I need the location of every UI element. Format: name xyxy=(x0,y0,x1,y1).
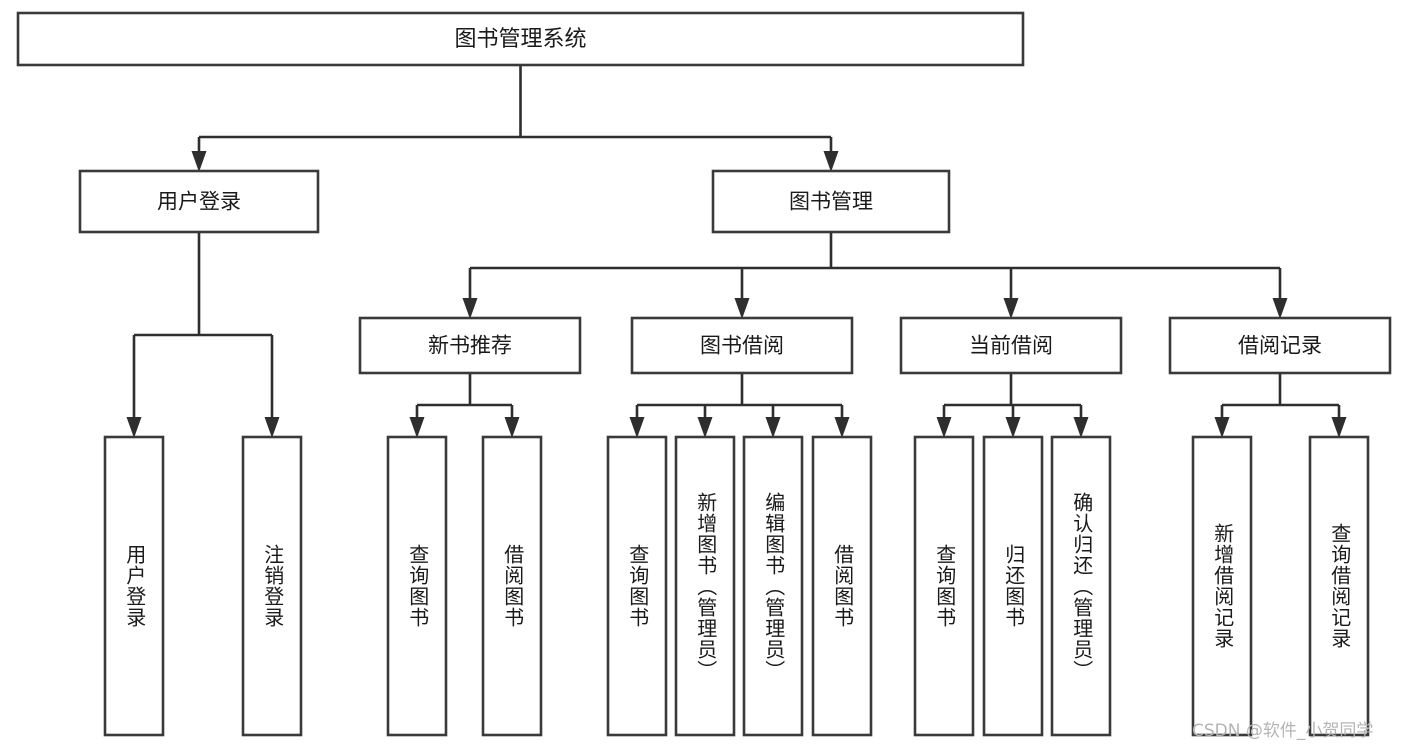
node-cb-query[interactable] xyxy=(913,435,975,737)
node-box-rc-query[interactable] xyxy=(1308,435,1370,737)
node-login[interactable]: 用户登录 xyxy=(78,169,320,234)
node-nb-query[interactable] xyxy=(386,435,448,737)
node-box-cb-confirm[interactable] xyxy=(1050,435,1112,737)
node-box-cb-return[interactable] xyxy=(982,435,1044,737)
connector-layer xyxy=(126,65,1347,438)
connector-arrowhead-icon xyxy=(409,417,425,438)
node-box-bk-add[interactable] xyxy=(674,435,736,737)
node-label-bookmgmt: 图书管理 xyxy=(789,190,873,214)
connector-arrowhead-icon xyxy=(1073,417,1089,438)
node-box-bk-query[interactable] xyxy=(606,435,668,737)
connector-arrowhead-icon xyxy=(504,417,520,438)
node-box-bookmgmt[interactable] xyxy=(711,169,951,234)
node-label-root: 图书管理系统 xyxy=(454,27,586,52)
connector-arrowhead-icon xyxy=(765,417,781,438)
node-bk-query[interactable] xyxy=(606,435,668,737)
node-label-login: 用户登录 xyxy=(157,190,241,214)
node-box-record[interactable] xyxy=(1168,316,1392,375)
node-box-root[interactable] xyxy=(16,11,1025,67)
node-box-newbook[interactable] xyxy=(358,316,582,375)
node-box-rc-add[interactable] xyxy=(1191,435,1253,737)
connector-arrowhead-icon xyxy=(823,151,839,172)
node-bk-add[interactable] xyxy=(674,435,736,737)
connector-arrowhead-icon xyxy=(1003,298,1019,319)
node-label-record: 借阅记录 xyxy=(1238,334,1322,358)
node-box-borrow[interactable] xyxy=(630,316,854,375)
node-record[interactable]: 借阅记录 xyxy=(1168,316,1392,375)
connector-group xyxy=(191,65,839,172)
connector-arrowhead-icon xyxy=(697,417,713,438)
connector-group xyxy=(1214,373,1347,438)
node-bk-borrow[interactable] xyxy=(811,435,873,737)
connector-arrowhead-icon xyxy=(1272,298,1288,319)
connector-group xyxy=(409,373,520,438)
node-box-nb-query[interactable] xyxy=(386,435,448,737)
node-rc-add[interactable] xyxy=(1191,435,1253,737)
connector-arrowhead-icon xyxy=(936,417,952,438)
connector-arrowhead-icon xyxy=(834,417,850,438)
node-bookmgmt[interactable]: 图书管理 xyxy=(711,169,951,234)
node-borrow[interactable]: 图书借阅 xyxy=(630,316,854,375)
connector-group xyxy=(936,373,1089,438)
node-box-login-out[interactable] xyxy=(241,435,303,737)
connector-arrowhead-icon xyxy=(629,417,645,438)
node-box-nb-borrow[interactable] xyxy=(481,435,543,737)
node-box-login-in[interactable] xyxy=(103,435,165,737)
node-box-login[interactable] xyxy=(78,169,320,234)
connector-arrowhead-icon xyxy=(462,298,478,319)
node-cb-confirm[interactable] xyxy=(1050,435,1112,737)
node-newbook[interactable]: 新书推荐 xyxy=(358,316,582,375)
connector-arrowhead-icon xyxy=(1005,417,1021,438)
node-rc-query[interactable] xyxy=(1308,435,1370,737)
node-cb-return[interactable] xyxy=(982,435,1044,737)
connector-group xyxy=(462,232,1288,319)
connector-arrowhead-icon xyxy=(126,417,142,438)
node-login-out[interactable] xyxy=(241,435,303,737)
node-label-newbook: 新书推荐 xyxy=(428,334,512,358)
connector-group xyxy=(629,373,850,438)
node-current[interactable]: 当前借阅 xyxy=(899,316,1123,375)
connector-arrowhead-icon xyxy=(191,151,207,172)
connector-arrowhead-icon xyxy=(734,298,750,319)
node-nb-borrow[interactable] xyxy=(481,435,543,737)
connector-group xyxy=(126,232,280,438)
connector-arrowhead-icon xyxy=(264,417,280,438)
node-bk-edit[interactable] xyxy=(742,435,804,737)
node-label-borrow: 图书借阅 xyxy=(700,334,784,358)
node-box-bk-borrow[interactable] xyxy=(811,435,873,737)
node-login-in[interactable] xyxy=(103,435,165,737)
node-root[interactable]: 图书管理系统 xyxy=(16,11,1025,67)
node-box-bk-edit[interactable] xyxy=(742,435,804,737)
node-box-cb-query[interactable] xyxy=(913,435,975,737)
node-label-current: 当前借阅 xyxy=(969,334,1053,358)
connector-arrowhead-icon xyxy=(1331,417,1347,438)
connector-arrowhead-icon xyxy=(1214,417,1230,438)
node-box-current[interactable] xyxy=(899,316,1123,375)
